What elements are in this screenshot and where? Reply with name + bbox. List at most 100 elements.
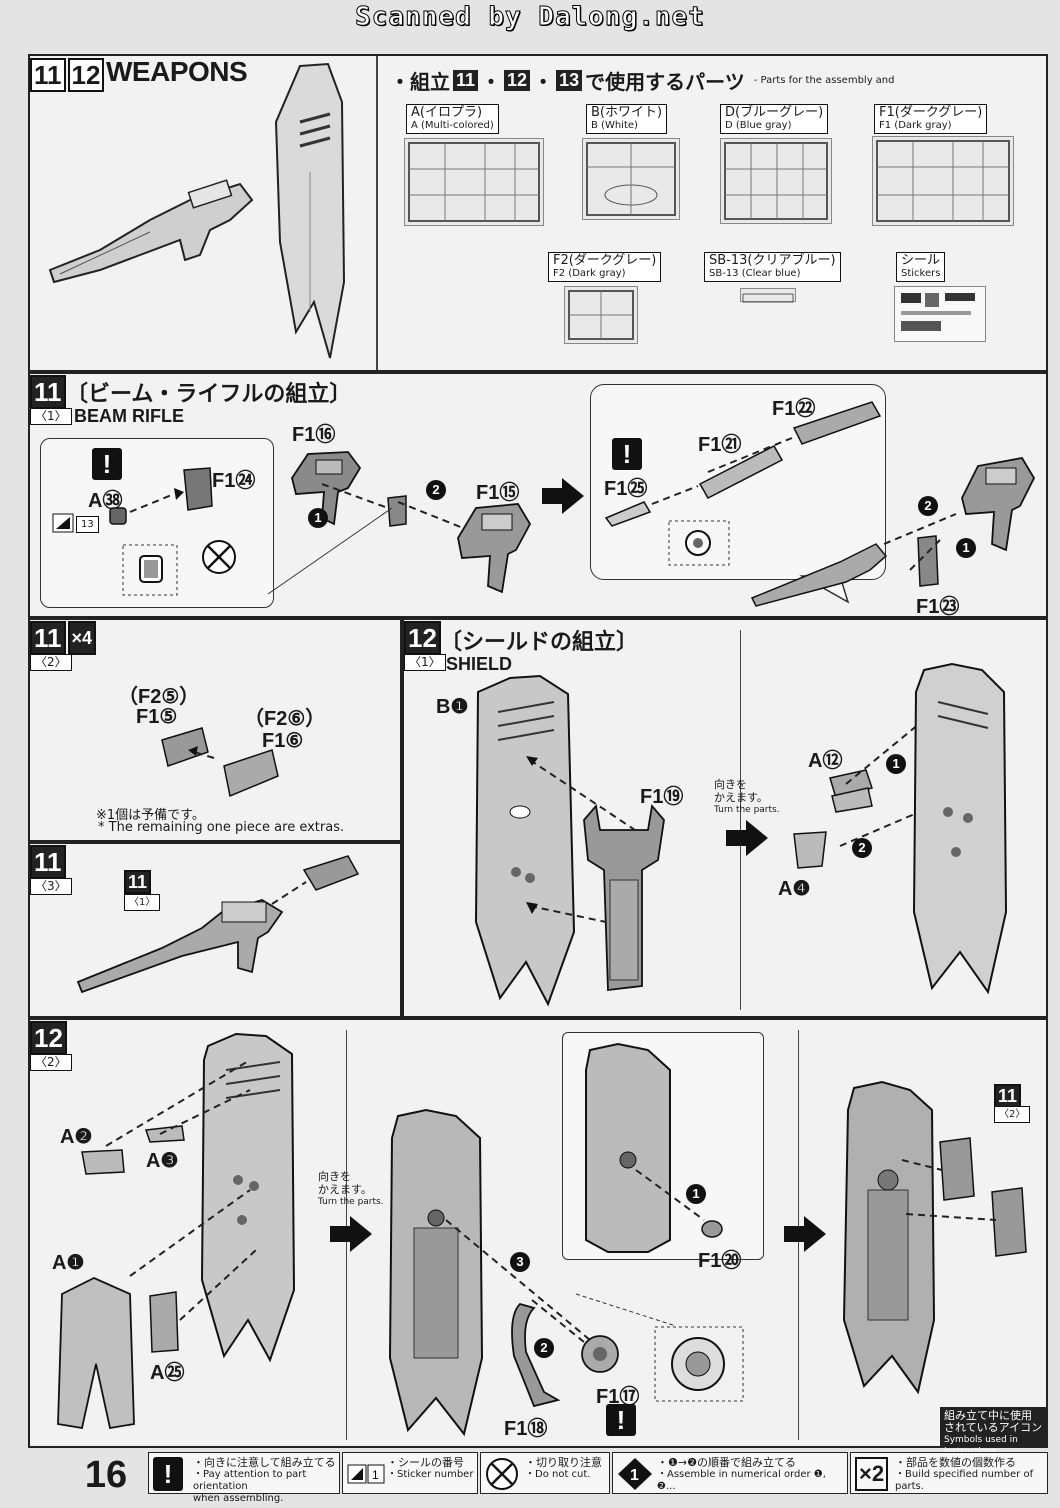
- handle-part: [511, 1302, 561, 1408]
- legend-orientation: ! ・向きに注意して組み立てる・Pay attention to part or…: [148, 1452, 340, 1504]
- shield-front-panel: [474, 674, 576, 1007]
- next-step-arrow: [330, 1216, 372, 1252]
- scope-parts-on-shield: [939, 1137, 1027, 1257]
- do-not-cut-icon: [202, 540, 236, 574]
- legend-numerical-order: 1 ・❶→❷の順番で組み立てる・Assemble in numerical or…: [612, 1452, 848, 1494]
- part-a38-shape: [109, 507, 127, 525]
- part-label: A㉕: [150, 1362, 185, 1384]
- hinge-closeup: [654, 1326, 744, 1402]
- grip-part: [917, 535, 939, 587]
- reference-substep: 〈2〉: [994, 1106, 1031, 1123]
- legend-sticker: 1 ・シールの番号・Sticker number: [342, 1452, 478, 1494]
- part-label: F1⑳: [698, 1250, 742, 1272]
- parts-title: ・組立 11 ・ 12 ・ 13 で使用するパーツ - Parts for th…: [390, 70, 895, 94]
- part-f1-20-shape: [701, 1220, 723, 1238]
- multiplier-icon: ×2: [855, 1457, 889, 1491]
- runner-f2-image: [564, 286, 638, 344]
- part-label: F1⑰: [596, 1386, 640, 1408]
- part-label: B❶: [436, 696, 469, 718]
- reference-step-badge: 11: [994, 1084, 1022, 1108]
- step-title-jp: 〔シールドの組立〕: [440, 630, 639, 655]
- orientation-warning-icon: !: [612, 438, 642, 470]
- step-order-2: 2: [426, 480, 446, 500]
- part-a1-shape: [57, 1277, 135, 1430]
- shield-rail-part: [583, 803, 665, 992]
- multiplier-badge: ×4: [67, 621, 97, 655]
- part-label: F1⑱: [504, 1418, 548, 1440]
- substep-label: 〈2〉: [30, 654, 72, 671]
- step-order-1: 1: [686, 1184, 706, 1204]
- assembly-arrow: [445, 1219, 591, 1343]
- part-a2-shape: [81, 1149, 125, 1175]
- step-11-2-number: 11 ×4: [30, 621, 97, 655]
- assembly-arrow: [883, 513, 957, 571]
- part-label: A㊳: [88, 490, 123, 512]
- reference-step-badge: 11: [124, 870, 152, 894]
- part-label: F1㉑: [698, 434, 742, 456]
- part-label: F1⑮: [476, 482, 520, 504]
- rifle-body-assembled: [457, 503, 532, 594]
- rifle-assembled-barrel: [750, 543, 888, 607]
- scope-halves: [161, 727, 279, 798]
- part-label: F1㉓: [916, 596, 960, 618]
- part-a4-shape: [793, 831, 827, 869]
- sticker-icon: [52, 513, 74, 533]
- step-order-2: 2: [918, 496, 938, 516]
- runner-f1-image: [872, 136, 1014, 226]
- svg-text:1: 1: [372, 1468, 379, 1482]
- runner-label-sb13: SB-13(クリアブルー)SB-13 (Clear blue): [704, 252, 841, 282]
- assembly-arrow: [105, 1059, 257, 1321]
- step-order-2: 2: [534, 1338, 554, 1358]
- step-order-2: 2: [852, 838, 872, 858]
- assembly-arrow: [129, 488, 184, 513]
- part-a3-shape: [144, 1125, 185, 1143]
- part-label: （F2⑥）: [244, 708, 326, 730]
- step-title-en: BEAM RIFLE: [74, 406, 184, 426]
- do-not-cut-icon: [486, 1458, 518, 1490]
- shield-back-closeup: [585, 1042, 671, 1253]
- header-step-numbers: 11 12: [30, 58, 105, 92]
- runner-label-f2: F2(ダークグレー)F2 (Dark gray): [548, 252, 662, 282]
- runner-b-image: [582, 138, 680, 220]
- substep-label: 〈2〉: [30, 1054, 72, 1071]
- shield-final-assembly: [842, 1080, 936, 1395]
- step-12-1-number: 12: [404, 621, 441, 655]
- sticker-closeup: [122, 544, 178, 596]
- order-number-icon: 1: [618, 1458, 652, 1490]
- part-label: F1㉕: [604, 478, 648, 500]
- part-label: A❶: [52, 1252, 85, 1274]
- runner-label-b: B(ホワイト)B (White): [586, 104, 668, 134]
- extras-note-jp: ※1個は予備です。: [96, 808, 205, 823]
- svg-text:1: 1: [630, 1467, 639, 1484]
- runner-label-d: D(ブルーグレー)D (Blue gray): [720, 104, 829, 134]
- extras-note-en: * The remaining one piece are extras.: [98, 820, 345, 835]
- rifle-body-half: [291, 451, 362, 526]
- inset-pointer-line: [267, 507, 393, 595]
- part-label: F1⑤: [136, 706, 178, 728]
- part-a25-shape: [149, 1291, 179, 1353]
- step-number: 12: [67, 58, 105, 92]
- turn-parts-note: 向きを かえます。 Turn the parts.: [318, 1170, 384, 1207]
- step-title-jp: 〔ビーム・ライフルの組立〕: [66, 382, 352, 407]
- substep-label: 〈3〉: [30, 878, 72, 895]
- runner-a-image: [404, 138, 544, 226]
- part-a12-shape: [829, 769, 873, 813]
- runner-label-f1: F1(ダークグレー)F1 (Dark gray): [874, 104, 988, 134]
- next-step-arrow: [784, 1216, 826, 1252]
- step-12-2-number: 12: [30, 1021, 67, 1055]
- runner-sb13-image: [740, 288, 796, 303]
- part-label: F1⑲: [640, 786, 684, 808]
- rifle-assembled-body: [961, 457, 1036, 552]
- barrel-parts: [604, 401, 882, 527]
- runner-d-image: [720, 138, 832, 224]
- step-order-1: 1: [886, 754, 906, 774]
- part-label: （F2⑤）: [118, 686, 200, 708]
- step-title-en: SHIELD: [446, 654, 513, 674]
- orientation-warning-icon: !: [606, 1404, 636, 1436]
- rifle-with-scope: [76, 855, 360, 994]
- rifle-illustration: [48, 179, 254, 284]
- exclamation-icon: !: [153, 1457, 183, 1491]
- shield-back-assembly: [388, 1108, 484, 1437]
- reference-substep: 〈1〉: [124, 894, 161, 911]
